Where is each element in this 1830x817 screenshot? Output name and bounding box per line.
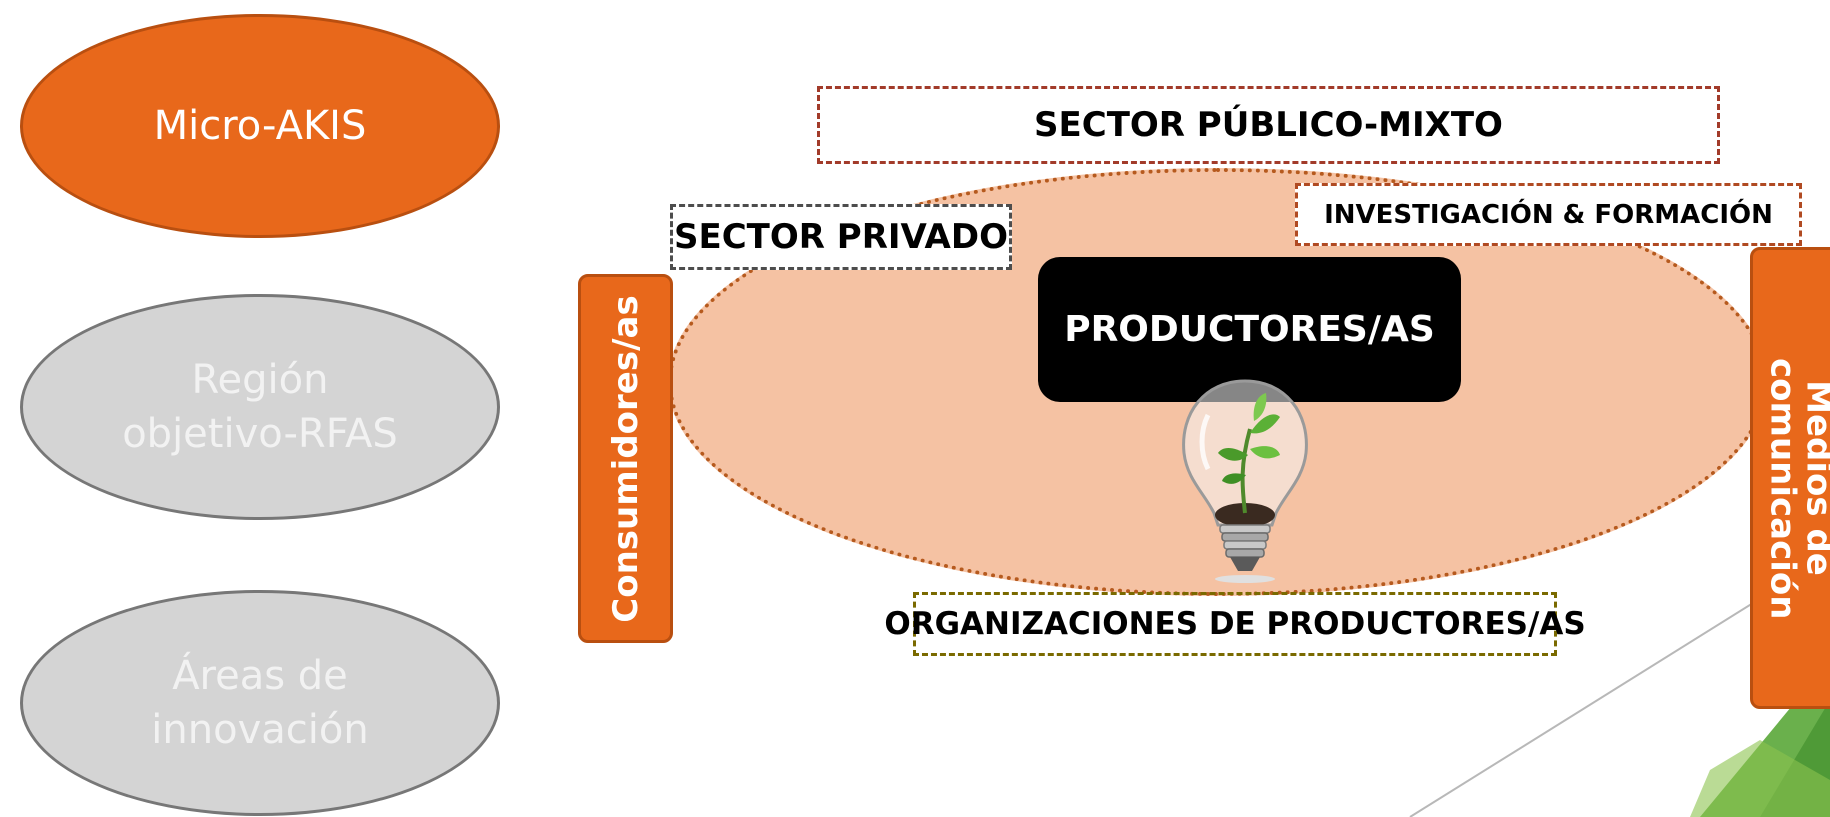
nav-item-label: Áreas de innovación xyxy=(151,653,369,753)
nav-item-areas-innovacion[interactable]: Áreas de innovación xyxy=(20,590,500,816)
research-training-text: INVESTIGACIÓN & FORMACIÓN xyxy=(1324,199,1773,230)
private-sector-text: SECTOR PRIVADO xyxy=(674,217,1008,257)
consumers-bar: Consumidores/as xyxy=(578,274,673,643)
nav-item-region-objetivo[interactable]: Región objetivo-RFAS xyxy=(20,294,500,520)
nav-item-micro-akis[interactable]: Micro-AKIS xyxy=(20,14,500,238)
public-mixed-sector-text: SECTOR PÚBLICO-MIXTO xyxy=(1034,105,1503,145)
private-sector-label: SECTOR PRIVADO xyxy=(670,204,1012,270)
nav-item-label: Micro-AKIS xyxy=(153,103,367,149)
public-mixed-sector-label: SECTOR PÚBLICO-MIXTO xyxy=(817,86,1720,164)
lightbulb-with-plant-icon xyxy=(1182,379,1308,583)
producer-organizations-label: ORGANIZACIONES DE PRODUCTORES/AS xyxy=(884,592,1586,656)
nav-item-label: Región objetivo-RFAS xyxy=(122,357,398,457)
research-training-label: INVESTIGACIÓN & FORMACIÓN xyxy=(1295,183,1802,246)
media-bar: Medios de comunicación xyxy=(1750,247,1830,709)
consumers-text: Consumidores/as xyxy=(605,294,646,623)
media-text: Medios de comunicación xyxy=(1763,358,1830,620)
producers-box: PRODUCTORES/AS xyxy=(1038,257,1461,402)
producer-organizations-text: ORGANIZACIONES DE PRODUCTORES/AS xyxy=(884,606,1586,642)
producers-text: PRODUCTORES/AS xyxy=(1064,309,1435,350)
